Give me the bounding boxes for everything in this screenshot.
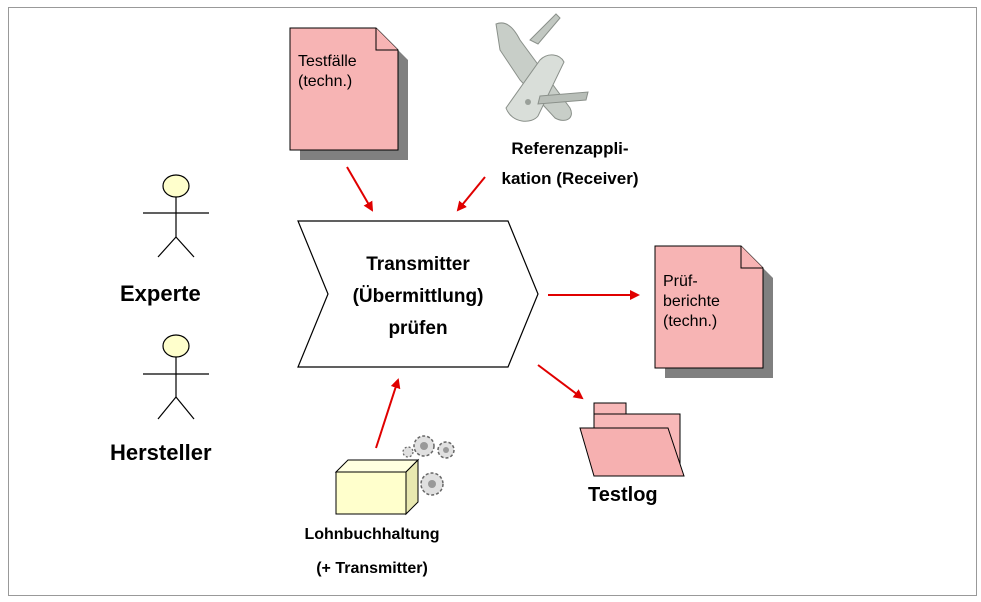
document-pruefberichte-line-2: berichte (663, 293, 720, 310)
diagram-border (8, 7, 977, 596)
actor-experte-label: Experte (120, 281, 201, 306)
reference-app-label: Referenzappli- kation (Receiver) (470, 134, 670, 194)
actor-experte-figure (143, 174, 209, 258)
process-label: Transmitter (Übermittlung) prüfen (318, 249, 518, 345)
document-testfaelle-label: Testfälle (techn.) (298, 52, 357, 92)
arrow-reference-to-process (456, 176, 486, 212)
testlog-label: Testlog (588, 484, 658, 506)
reference-app-line-1: Referenzappli- (511, 139, 629, 158)
process-chevron-shape (297, 220, 539, 368)
document-testfaelle-line-2: (techn.) (298, 73, 353, 90)
document-testfaelle-shape (289, 27, 408, 160)
payroll-label: Lohnbuchhaltung (+ Transmitter) (262, 518, 482, 586)
arrow-process-to-testlog (537, 364, 584, 400)
arrow-payroll-to-process (375, 378, 401, 449)
payroll-line-1: Lohnbuchhaltung (304, 526, 440, 543)
document-pruefberichte-shape (654, 245, 773, 378)
process-line-2: (Übermittlung) (352, 286, 484, 307)
gears-icon (402, 435, 455, 496)
document-pruefberichte-line-3: (techn.) (663, 313, 718, 330)
folder-testlog-icon (579, 402, 685, 477)
document-pruefberichte-label: Prüf- berichte (techn.) (663, 272, 720, 332)
payroll-line-2: (+ Transmitter) (316, 560, 428, 577)
actor-hersteller-label: Hersteller (110, 440, 212, 465)
document-pruefberichte-line-1: Prüf- (663, 273, 698, 290)
actor-hersteller-figure (143, 334, 209, 420)
process-line-3: prüfen (388, 318, 448, 339)
process-line-1: Transmitter (366, 254, 470, 275)
payroll-box-icon (334, 458, 420, 516)
reference-app-line-2: kation (Receiver) (501, 169, 639, 188)
document-testfaelle-line-1: Testfälle (298, 53, 357, 70)
swiss-knife-icon (495, 13, 589, 122)
arrow-testfaelle-to-process (346, 166, 374, 212)
